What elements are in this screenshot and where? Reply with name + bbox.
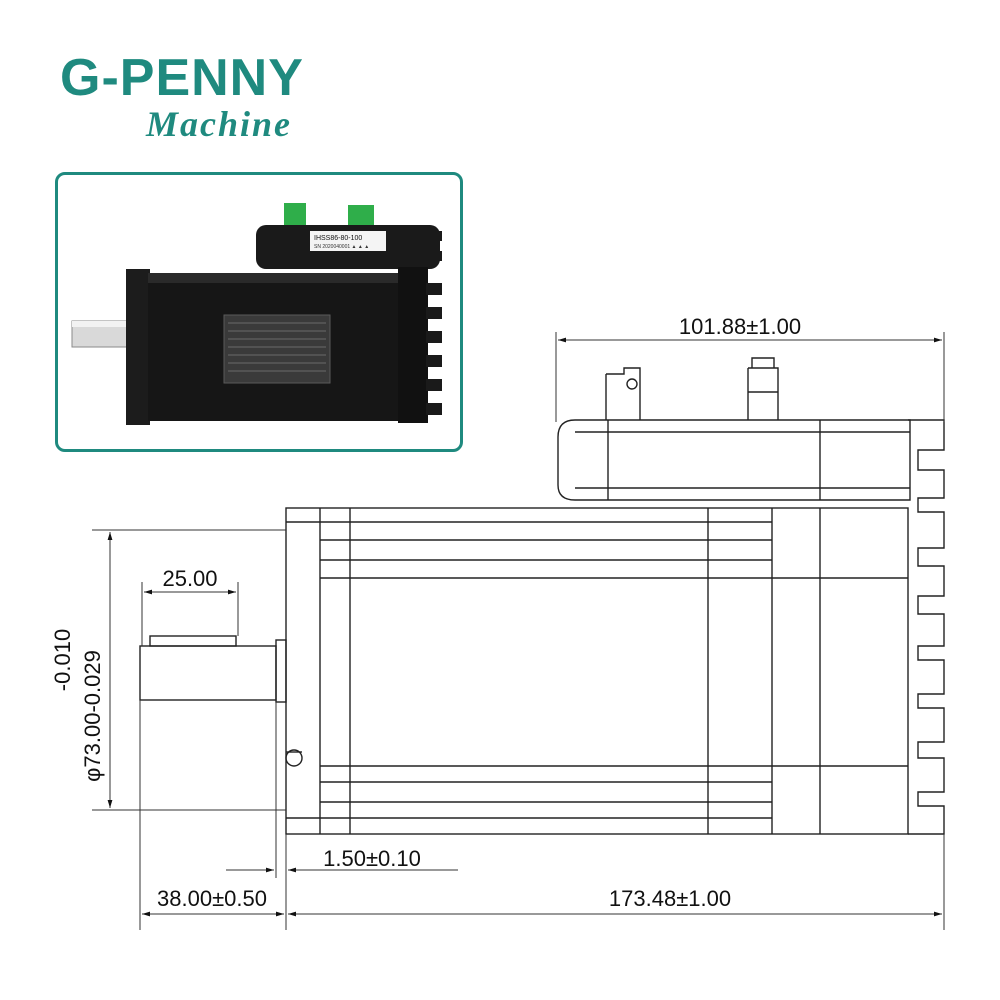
connector-2-photo bbox=[348, 205, 374, 225]
top-width-label: 101.88±1.00 bbox=[679, 314, 801, 339]
body-length-label: 173.48±1.00 bbox=[609, 886, 731, 911]
top-connector-1-outline bbox=[605, 367, 641, 420]
nameplate-photo bbox=[223, 314, 331, 384]
screw-outline bbox=[285, 749, 303, 767]
driver-label-line2: SN 2020040001 ▲ ▲ ▲ bbox=[314, 244, 369, 250]
motor-photo: IHSS86-80-100 SN 2020040001 ▲ ▲ ▲ bbox=[71, 203, 442, 425]
driver-housing-outline bbox=[557, 419, 911, 501]
rear-cap-photo bbox=[398, 267, 428, 423]
diameter-label: φ73.00-0.029 bbox=[80, 650, 105, 782]
connector-1-photo bbox=[284, 203, 306, 225]
brand-logo: G-PENNY Machine bbox=[60, 48, 380, 148]
product-photo-frame: IHSS86-80-100 SN 2020040001 ▲ ▲ ▲ bbox=[55, 172, 463, 452]
driver-label-line1: IHSS86-80-100 bbox=[314, 235, 362, 242]
flange-thickness-label: 1.50±0.10 bbox=[323, 846, 421, 871]
brand-tagline: Machine bbox=[146, 104, 293, 144]
top-connector-2-outline bbox=[747, 357, 779, 420]
shaft-highlight bbox=[72, 321, 130, 327]
diameter-tolerance-label: -0.010 bbox=[50, 629, 75, 691]
brand-name: G-PENNY bbox=[60, 49, 304, 107]
shaft-outline bbox=[139, 645, 277, 701]
motor-body-outline bbox=[285, 507, 909, 835]
shaft-length-label: 25.00 bbox=[162, 566, 217, 591]
shaft-key-outline bbox=[149, 635, 237, 647]
motor-flange-photo bbox=[126, 269, 150, 425]
driver-label-photo bbox=[310, 231, 386, 251]
rear-fins-outline bbox=[908, 419, 945, 835]
shaft-extension-label: 38.00±0.50 bbox=[157, 886, 267, 911]
heat-fins-photo bbox=[426, 231, 442, 415]
